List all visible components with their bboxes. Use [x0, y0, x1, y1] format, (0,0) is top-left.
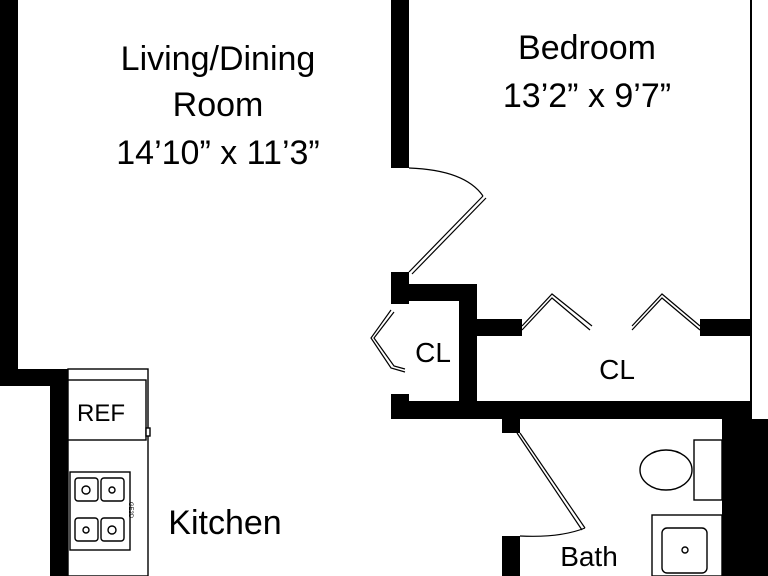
refrigerator — [67, 379, 147, 441]
kitchen-label: Kitchen — [168, 504, 281, 542]
closet-left-bifold-door — [370, 309, 406, 373]
closet-divider-wall — [459, 284, 477, 416]
bedroom-closet-bifold-right — [631, 293, 701, 331]
stove-mark: GE2D — [127, 502, 133, 519]
kitchen-wall-left — [50, 369, 68, 576]
closet-right-label: CL — [599, 354, 635, 385]
outer-wall-right — [750, 0, 752, 420]
closet-wall-top — [391, 284, 475, 301]
bedroom-door — [408, 167, 487, 275]
toilet-bowl — [639, 449, 693, 491]
bedroom-closet-bifold-left — [521, 293, 593, 331]
doors — [370, 167, 701, 537]
bath-label: Bath — [560, 541, 618, 572]
bedroom-closet-wall-left — [475, 319, 522, 336]
kitchen-fixtures: REF GE2D — [67, 368, 151, 576]
bedroom-name: Bedroom — [518, 29, 656, 67]
bath-wall-top — [391, 401, 752, 419]
bath-door — [516, 432, 586, 537]
living-room-name-line2: Room — [173, 86, 264, 124]
bath-fixtures — [639, 439, 723, 576]
sink-drain — [681, 546, 689, 554]
bedroom-wall-left-upper — [391, 0, 409, 168]
refrigerator-label: REF — [77, 400, 125, 427]
bedroom-closet-wall-right — [700, 319, 752, 336]
bath-wall-right — [722, 419, 768, 576]
room-labels: Living/Dining Room 14’10” x 11’3” Bedroo… — [116, 29, 671, 572]
living-room-name-line1: Living/Dining — [121, 40, 316, 78]
outer-wall-left — [0, 0, 18, 386]
living-room-dimensions: 14’10” x 11’3” — [116, 134, 320, 172]
closet-left-label: CL — [415, 337, 451, 368]
bath-wall-left-lower — [502, 536, 520, 576]
bath-wall-left-stub-top — [502, 419, 520, 433]
refrigerator-handle — [145, 427, 151, 437]
bedroom-dimensions: 13’2” x 9’7” — [503, 77, 671, 115]
toilet-tank — [693, 439, 723, 501]
